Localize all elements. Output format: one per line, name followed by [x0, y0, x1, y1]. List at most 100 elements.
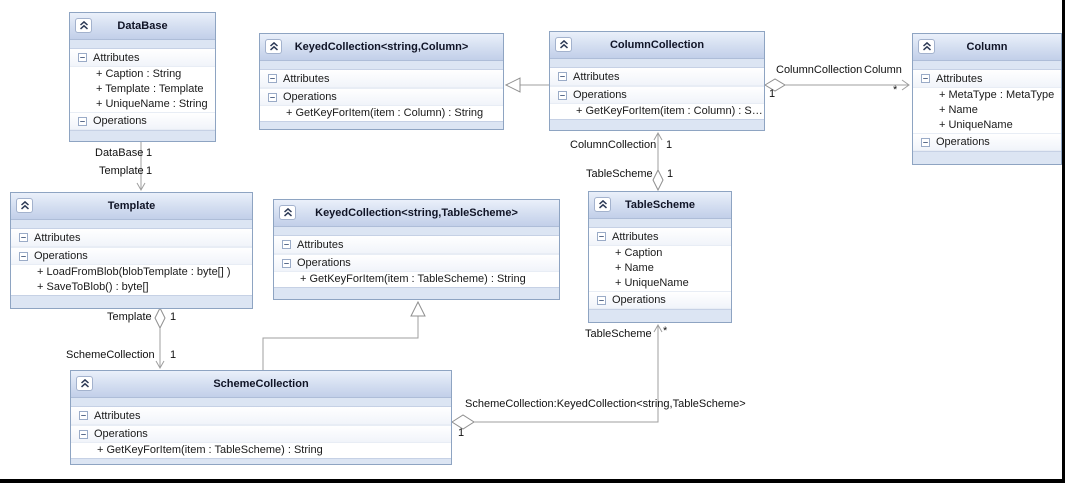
member-row[interactable]: + Template : Template — [70, 82, 215, 97]
class-header[interactable]: Column — [913, 34, 1061, 61]
class-body: Attributes+ Caption : String+ Template :… — [70, 48, 215, 131]
collapse-minus-icon[interactable] — [558, 72, 567, 81]
member-row[interactable]: + GetKeyForItem(item : TableScheme) : St… — [274, 272, 559, 287]
member-row[interactable]: + Caption — [589, 246, 731, 261]
collapse-button[interactable] — [76, 376, 93, 391]
class-keyedcollection-string-column[interactable]: KeyedCollection<string,Column> Attribute… — [259, 33, 504, 130]
section-operations[interactable]: Operations — [589, 291, 731, 309]
member-row[interactable]: + UniqueName : String — [70, 97, 215, 112]
collapse-minus-icon[interactable] — [558, 90, 567, 100]
collapse-minus-icon[interactable] — [268, 92, 277, 102]
collapse-minus-icon[interactable] — [282, 258, 291, 268]
edge-columncollection-inherits-keyedcollection-string-column[interactable] — [504, 77, 549, 93]
collapse-minus-icon[interactable] — [79, 429, 88, 439]
class-tablescheme[interactable]: TableScheme Attributes+ Caption+ Name+ U… — [588, 191, 732, 323]
association-label-schemecollection-keyedcollection: SchemeCollection:KeyedCollection<string,… — [465, 398, 746, 410]
edge-database-template[interactable] — [136, 142, 146, 192]
collapse-minus-icon[interactable] — [78, 53, 87, 62]
double-chevron-up-icon — [79, 21, 88, 30]
collapse-button[interactable] — [279, 205, 296, 220]
collapse-minus-icon[interactable] — [597, 295, 606, 305]
multiplicity-label: * — [893, 84, 898, 96]
section-operations[interactable]: Operations — [274, 254, 559, 272]
multiplicity-label: 1 — [769, 88, 776, 100]
double-chevron-up-icon — [80, 379, 89, 388]
section-attributes[interactable]: Attributes — [589, 228, 731, 246]
collapse-minus-icon[interactable] — [921, 137, 930, 147]
collapse-button[interactable] — [265, 39, 282, 54]
class-column[interactable]: Column Attributes+ MetaType : MetaType+ … — [912, 33, 1062, 165]
class-header[interactable]: TableScheme — [589, 192, 731, 219]
member-row[interactable]: + GetKeyForItem(item : TableScheme) : St… — [71, 443, 451, 458]
class-header[interactable]: KeyedCollection<string,TableScheme> — [274, 200, 559, 227]
edge-schemecollection-tablescheme[interactable] — [451, 323, 663, 430]
section-attributes[interactable]: Attributes — [274, 236, 559, 254]
header-gap-strip — [260, 61, 503, 69]
section-attributes[interactable]: Attributes — [260, 70, 503, 88]
section-operations[interactable]: Operations — [913, 133, 1061, 151]
section-label: Attributes — [936, 72, 983, 85]
member-row[interactable]: + SaveToBlob() : byte[] — [11, 280, 252, 295]
collapse-minus-icon[interactable] — [79, 411, 88, 420]
edge-schemecollection-inherits-keyedcollection-string-tablescheme[interactable] — [262, 300, 426, 370]
header-gap-strip — [274, 227, 559, 235]
role-label-database: DataBase — [95, 147, 144, 159]
collapse-minus-icon[interactable] — [268, 74, 277, 83]
role-label-tablescheme: TableScheme — [585, 328, 652, 340]
section-attributes[interactable]: Attributes — [11, 229, 252, 247]
member-row[interactable]: + Name — [913, 103, 1061, 118]
edge-template-schemecollection[interactable] — [154, 306, 166, 370]
member-row[interactable]: + UniqueName — [913, 118, 1061, 133]
member-row[interactable]: + GetKeyForItem(item : Column) : String — [260, 106, 503, 121]
collapse-button[interactable] — [555, 37, 572, 52]
collapse-minus-icon[interactable] — [921, 74, 930, 83]
collapse-minus-icon[interactable] — [78, 116, 87, 126]
section-operations[interactable]: Operations — [70, 112, 215, 130]
role-label-template: Template — [99, 165, 144, 177]
collapse-minus-icon[interactable] — [282, 240, 291, 249]
collapse-button[interactable] — [16, 198, 33, 213]
class-keyedcollection-string-tablescheme[interactable]: KeyedCollection<string,TableScheme> Attr… — [273, 199, 560, 300]
section-operations[interactable]: Operations — [550, 86, 764, 104]
role-label-schemecollection: SchemeCollection — [66, 349, 155, 361]
class-header[interactable]: KeyedCollection<string,Column> — [260, 34, 503, 61]
class-header[interactable]: DataBase — [70, 13, 215, 40]
class-header[interactable]: Template — [11, 193, 252, 220]
bottom-strip — [589, 310, 731, 322]
window-border-bottom — [0, 479, 1065, 483]
collapse-minus-icon[interactable] — [597, 232, 606, 241]
member-row[interactable]: + LoadFromBlob(blobTemplate : byte[] ) — [11, 265, 252, 280]
double-chevron-up-icon — [20, 201, 29, 210]
bottom-strip — [260, 122, 503, 129]
edge-tablescheme-columncollection[interactable] — [652, 131, 664, 192]
class-header[interactable]: ColumnCollection — [550, 32, 764, 59]
section-operations[interactable]: Operations — [260, 88, 503, 106]
multiplicity-label: 1 — [170, 311, 177, 323]
edge-columncollection-column[interactable] — [764, 78, 910, 92]
section-attributes[interactable]: Attributes — [550, 68, 764, 86]
class-database[interactable]: DataBase Attributes+ Caption : String+ T… — [69, 12, 216, 142]
member-row[interactable]: + GetKeyForItem(item : Column) : S… — [550, 104, 764, 119]
member-row[interactable]: + MetaType : MetaType — [913, 88, 1061, 103]
section-operations[interactable]: Operations — [71, 425, 451, 443]
collapse-minus-icon[interactable] — [19, 251, 28, 261]
section-attributes[interactable]: Attributes — [70, 49, 215, 67]
section-operations[interactable]: Operations — [11, 247, 252, 265]
member-row[interactable]: + Name — [589, 261, 731, 276]
collapse-minus-icon[interactable] — [19, 233, 28, 242]
collapse-button[interactable] — [918, 39, 935, 54]
member-row[interactable]: + UniqueName — [589, 276, 731, 291]
collapse-button[interactable] — [594, 197, 611, 212]
collapse-button[interactable] — [75, 18, 92, 33]
header-gap-strip — [589, 219, 731, 227]
section-attributes[interactable]: Attributes — [913, 70, 1061, 88]
class-header[interactable]: SchemeCollection — [71, 371, 451, 398]
member-row[interactable]: + Caption : String — [70, 67, 215, 82]
section-attributes[interactable]: Attributes — [71, 407, 451, 425]
